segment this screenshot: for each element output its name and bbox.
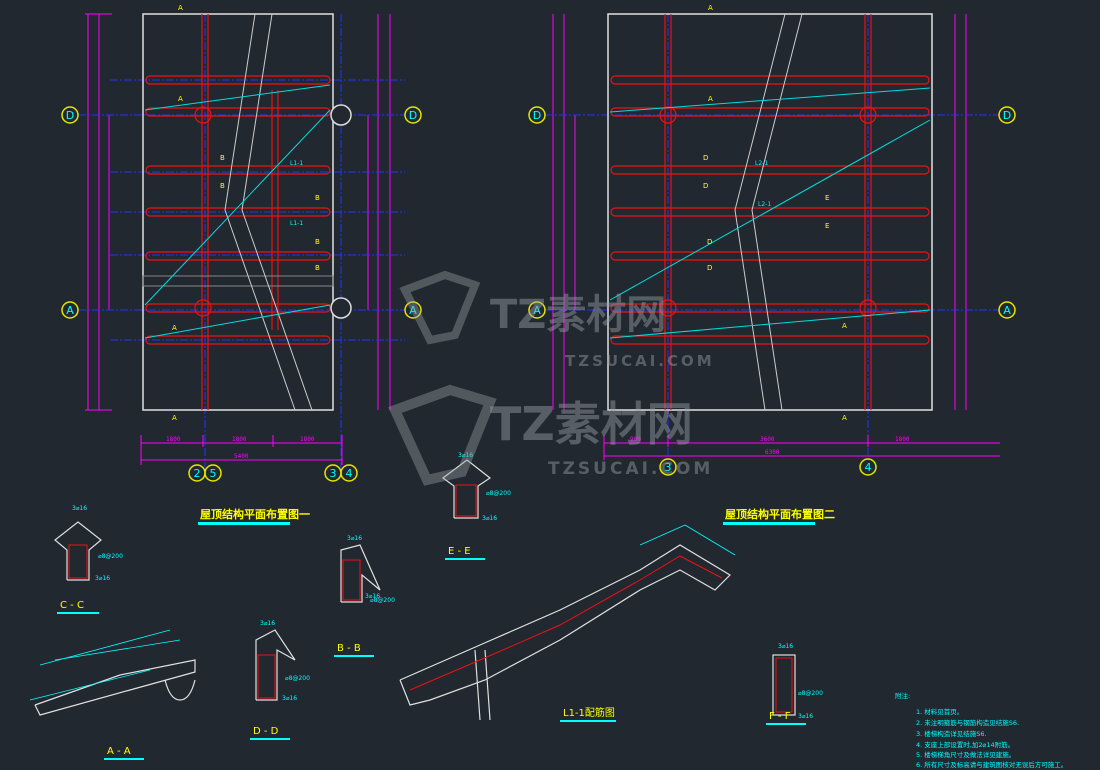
- svg-text:B: B: [315, 194, 320, 202]
- plan1-axis-bubbles: [61, 106, 422, 482]
- axis-label: 5: [210, 467, 217, 480]
- dimension-text: 1800: [232, 436, 247, 443]
- svg-text:⌀8@200: ⌀8@200: [486, 490, 511, 497]
- svg-text:A: A: [178, 95, 183, 103]
- svg-text:TZ素材网: TZ素材网: [490, 292, 666, 338]
- svg-text:3⌀16: 3⌀16: [347, 535, 362, 542]
- plan-2: 900 3600 1800 6300 AA DD DD EE AA L2-1L2…: [545, 4, 1000, 460]
- svg-text:3⌀16: 3⌀16: [282, 695, 297, 702]
- axis-label-d: D: [66, 109, 74, 122]
- dimension-text: 3600: [760, 436, 775, 443]
- watermark-logo-icon: [399, 270, 481, 345]
- axis-label-a: A: [1003, 304, 1011, 317]
- rebar-labels: 3⌀163⌀16⌀8@200 3⌀163⌀16⌀8@200 3⌀163⌀16⌀8…: [72, 452, 823, 720]
- notes: 附注: 1. 材料见首页。 2. 未注明箍筋与钢筋构造见结施S6. 3. 楼梯构…: [895, 691, 1067, 769]
- axis-label: 2: [194, 467, 201, 480]
- axis-label: 3: [665, 461, 672, 474]
- axis-label: 3: [330, 467, 337, 480]
- axis-label-a: A: [66, 304, 74, 317]
- svg-text:B - B: B - B: [337, 643, 361, 654]
- svg-text:E - E: E - E: [448, 546, 471, 557]
- axis-label: 4: [865, 461, 872, 474]
- svg-text:⌀8@200: ⌀8@200: [98, 553, 123, 560]
- svg-text:A: A: [708, 4, 713, 12]
- title-underline: [723, 522, 815, 525]
- svg-text:3⌀16: 3⌀16: [798, 713, 813, 720]
- note-item: 3. 楼梯构造详见结施S6.: [916, 729, 987, 738]
- svg-text:⌀8@200: ⌀8@200: [370, 597, 395, 604]
- svg-text:D: D: [703, 154, 708, 162]
- notes-heading: 附注:: [895, 691, 910, 700]
- svg-text:3⌀16: 3⌀16: [95, 575, 110, 582]
- section-titles: C - C E - E B - B D - D A - A L1-1配筋图 F …: [60, 546, 791, 757]
- svg-text:E: E: [825, 222, 829, 230]
- plan-1: 1800 1800 1800 5400 AA BB BBB AA L1-1L1-…: [78, 4, 405, 470]
- svg-text:TZSUCAI.COM: TZSUCAI.COM: [565, 352, 715, 370]
- dimension-text: 6300: [765, 449, 780, 456]
- axis-label-a: A: [533, 304, 541, 317]
- svg-text:3⌀16: 3⌀16: [365, 593, 380, 600]
- svg-text:D - D: D - D: [253, 726, 279, 737]
- svg-text:L2-1: L2-1: [758, 201, 771, 208]
- svg-text:L2-1: L2-1: [755, 160, 768, 167]
- note-item: 2. 未注明箍筋与钢筋构造见结施S6.: [916, 718, 1019, 727]
- watermark-logo-icon: [388, 384, 497, 486]
- svg-text:D: D: [707, 264, 712, 272]
- note-item: 4. 支座上部设置时,加2⌀14附筋。: [916, 740, 1014, 749]
- svg-text:A - A: A - A: [107, 746, 131, 757]
- svg-text:3⌀16: 3⌀16: [72, 505, 87, 512]
- section-details: [34, 459, 796, 721]
- svg-text:C - C: C - C: [60, 600, 84, 611]
- svg-text:TZSUCAI.COM: TZSUCAI.COM: [548, 459, 713, 479]
- svg-text:A: A: [172, 324, 177, 332]
- svg-text:3⌀16: 3⌀16: [778, 643, 793, 650]
- svg-text:A: A: [842, 322, 847, 330]
- section-markers: AA BB BBB AA L1-1L1-1: [172, 4, 320, 422]
- svg-text:3⌀16: 3⌀16: [260, 620, 275, 627]
- plan1-title: 屋顶结构平面布置图一: [200, 507, 310, 521]
- svg-text:E: E: [825, 194, 829, 202]
- plan2-axis-bubbles: [528, 106, 1016, 476]
- axis-label: 4: [346, 467, 353, 480]
- axis-label-d: D: [533, 109, 541, 122]
- dimension-text: 5400: [234, 453, 249, 460]
- svg-text:B: B: [315, 264, 320, 272]
- svg-text:A: A: [178, 4, 183, 12]
- dimension-text: 900: [630, 436, 641, 443]
- svg-text:L1-1: L1-1: [290, 220, 303, 227]
- note-item: 5. 楼梯梯角尺寸及做法详见建施。: [916, 750, 1015, 759]
- section-title-underlines: [57, 558, 806, 760]
- svg-text:A: A: [708, 95, 713, 103]
- svg-text:D: D: [703, 182, 708, 190]
- svg-text:L1-1: L1-1: [290, 160, 303, 167]
- svg-text:3⌀16: 3⌀16: [458, 452, 473, 459]
- svg-text:B: B: [315, 238, 320, 246]
- svg-text:B: B: [220, 154, 225, 162]
- dimension-text: 1800: [300, 436, 315, 443]
- svg-text:D: D: [707, 238, 712, 246]
- dimension-text: 1800: [895, 436, 910, 443]
- svg-text:⌀8@200: ⌀8@200: [798, 690, 823, 697]
- svg-text:⌀8@200: ⌀8@200: [285, 675, 310, 682]
- svg-text:B: B: [220, 182, 225, 190]
- note-item: 1. 材料见首页。: [916, 707, 963, 716]
- axis-label-d: D: [1003, 109, 1011, 122]
- title-underline: [198, 522, 290, 525]
- plan2-title: 屋顶结构平面布置图二: [725, 507, 835, 521]
- svg-text:A: A: [172, 414, 177, 422]
- axis-label-a: A: [409, 304, 417, 317]
- svg-text:3⌀16: 3⌀16: [482, 515, 497, 522]
- svg-text:TZ素材网: TZ素材网: [490, 397, 693, 451]
- svg-text:L1-1配筋图: L1-1配筋图: [563, 706, 615, 719]
- dimension-text: 1800: [166, 436, 181, 443]
- watermark: TZ素材网 TZSUCAI.COM TZ素材网 TZSUCAI.COM: [388, 270, 715, 486]
- note-item: 6. 所有尺寸及标高请与建筑图核对无误后方可施工。: [916, 760, 1067, 769]
- svg-text:A: A: [842, 414, 847, 422]
- axis-label-d: D: [409, 109, 417, 122]
- svg-text:F - F: F - F: [769, 711, 791, 722]
